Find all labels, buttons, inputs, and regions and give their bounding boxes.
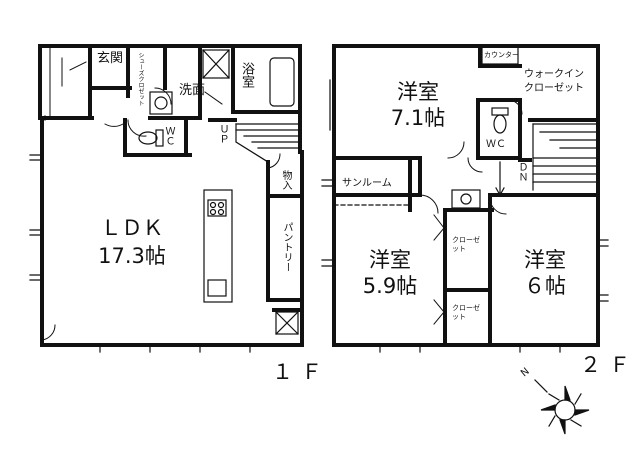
yoshitsu-c-size-label: ６帖 <box>524 274 566 298</box>
floor2-doors <box>419 99 523 325</box>
floor1-fixtures <box>138 49 301 335</box>
up-label: ＵＰ <box>217 124 228 144</box>
counter-label: カウンター <box>484 51 519 59</box>
yokushitsu-label: 浴室 <box>239 62 254 88</box>
yoshitsu-a-name-label: 洋室 <box>397 80 439 104</box>
ldk-name-label: ＬＤＫ <box>100 216 164 240</box>
shoes-closet-label: シューズクロゼット <box>137 52 144 106</box>
floor2-windows <box>321 79 609 353</box>
senmen-label: 洗面 <box>179 83 206 98</box>
yoshitsu-b-size-label: 5.9帖 <box>362 274 418 298</box>
yoshitsu-c-name-label: 洋室 <box>524 248 566 272</box>
walkin-line2-label: クローゼット <box>524 83 584 94</box>
walkin-line1-label: ウォークイン <box>524 69 584 80</box>
closet-b-label: クローゼット <box>452 236 480 253</box>
closet-c-label: クローゼット <box>452 304 480 321</box>
sunroom-label: サンルーム <box>342 178 392 189</box>
floor2-label: ２Ｆ <box>580 353 638 377</box>
floor1-walls <box>38 44 304 347</box>
dn-label: ＤＮ <box>516 162 527 182</box>
floor2-fixtures <box>451 45 597 209</box>
floor1-doors <box>41 57 281 341</box>
compass-rose <box>534 379 590 435</box>
floor1-wc-label: ＷＣ <box>163 126 174 146</box>
yoshitsu-a-size-label: 7.1帖 <box>390 106 446 130</box>
floor2-wc-label: ＷＣ <box>486 139 506 150</box>
monoire-label: 物入 <box>280 170 291 190</box>
floor1-windows <box>29 45 251 353</box>
yoshitsu-b-name-label: 洋室 <box>369 248 411 272</box>
floor1-label: １Ｆ <box>272 360 330 384</box>
genkan-label: 玄関 <box>97 51 124 66</box>
pantry-label: パントリー <box>281 222 292 272</box>
ldk-size-label: 17.3帖 <box>98 244 166 268</box>
